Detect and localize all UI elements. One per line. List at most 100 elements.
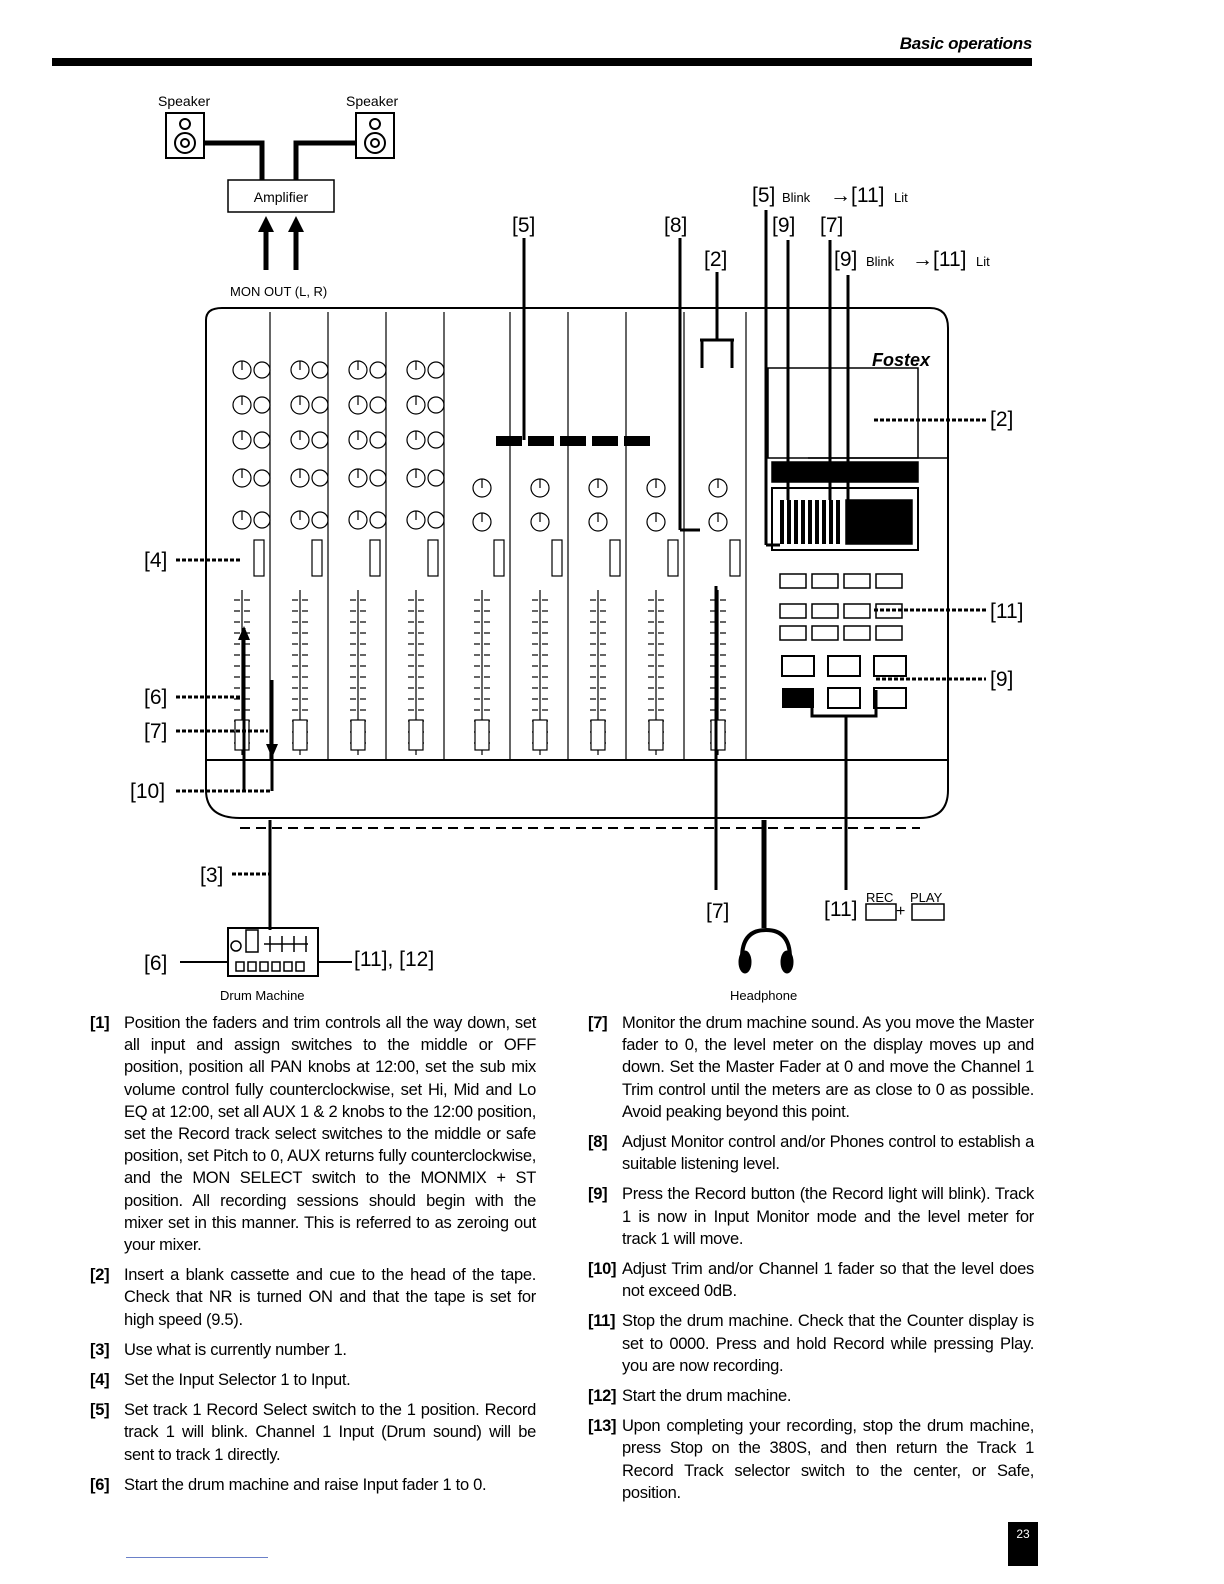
channel-strip	[530, 312, 569, 760]
speaker-wires	[204, 140, 356, 180]
meter-bar	[780, 500, 784, 544]
steps-left-column: [1] Position the faders and trim controls…	[90, 1012, 536, 1504]
step-item: [10]Adjust Trim and/or Channel 1 fader s…	[588, 1258, 1034, 1302]
record-button	[782, 688, 814, 708]
callout-6-drum: [6]	[144, 952, 167, 975]
meter-bar	[836, 500, 840, 544]
mixer-connection-diagram: Speaker Speaker Amplifier MON OUT (L, R)…	[130, 93, 1023, 1003]
step-item: [3]Use what is currently number 1.	[90, 1339, 536, 1361]
speaker-right-icon	[355, 112, 395, 159]
footer-rule	[126, 1557, 268, 1558]
callout-2-top: [2]	[704, 248, 727, 271]
cassette-deck	[767, 367, 948, 551]
deck-button	[843, 625, 871, 641]
step-number: [10]	[588, 1260, 617, 1279]
speaker-left-icon	[165, 112, 205, 159]
transport-buttons	[779, 573, 907, 709]
step-item: [6]Start the drum machine and raise Inpu…	[90, 1474, 536, 1496]
step-number: [4]	[90, 1371, 110, 1390]
step-text: Upon completing your recording, stop the…	[622, 1417, 1034, 1502]
channel-strip	[232, 312, 271, 760]
transport-button	[873, 687, 907, 709]
lit-label-1: Lit	[894, 190, 908, 205]
step-text: Set the Input Selector 1 to Input.	[124, 1371, 351, 1390]
mon-out-label: MON OUT (L, R)	[230, 284, 327, 299]
step-number: [5]	[90, 1401, 110, 1420]
play-label: PLAY	[910, 890, 943, 905]
channel-strip	[588, 312, 627, 760]
callout-8: [8]	[664, 214, 687, 237]
meter-bar	[801, 500, 805, 544]
deck-button	[811, 603, 839, 619]
step-text: Press the Record button (the Record ligh…	[622, 1185, 1034, 1248]
blink-label-1: Blink	[782, 190, 811, 205]
mixer-body	[205, 307, 949, 829]
arrow-11-label-2: →[11]	[912, 248, 966, 271]
deck-button	[843, 603, 871, 619]
deck-button	[843, 573, 871, 589]
deck-button	[779, 573, 807, 589]
transport-button	[827, 687, 861, 709]
meter-bar	[794, 500, 798, 544]
mon-out-arrows	[258, 216, 304, 270]
step-number: [7]	[588, 1014, 608, 1032]
step-item: [9] Press the Record button (the Record l…	[588, 1183, 1034, 1250]
headphone-label: Headphone	[730, 988, 797, 1003]
step-number: [12]	[588, 1387, 617, 1406]
blink-label-2: Blink	[866, 254, 895, 269]
deck-button	[875, 625, 903, 641]
step-item: [4] Set the Input Selector 1 to Input.	[90, 1369, 536, 1391]
step-item: [7]Monitor the drum machine sound. As yo…	[588, 1012, 1034, 1123]
deck-button	[779, 603, 807, 619]
channel-strip	[646, 312, 685, 760]
speaker-right-label: Speaker	[346, 93, 398, 109]
step-text: Position the faders and trim controls al…	[124, 1014, 536, 1255]
step-item: [12] Start the drum machine.	[588, 1385, 1034, 1407]
step-text: Use what is currently number 1.	[124, 1340, 347, 1359]
step-number: [8]	[588, 1133, 608, 1152]
step-text: Start the drum machine and raise Input f…	[124, 1475, 487, 1494]
step-text: Start the drum machine.	[622, 1387, 792, 1406]
step-number: [2]	[90, 1266, 110, 1285]
callout-lines	[176, 210, 986, 930]
callout-3: [3]	[200, 864, 223, 887]
callout-6-left: [6]	[144, 686, 167, 709]
rec-label: REC	[866, 890, 893, 905]
deck-button	[811, 573, 839, 589]
step-item: [11]Stop the drum machine. Check that th…	[588, 1310, 1034, 1377]
callout-5-blink: [5]	[752, 184, 775, 207]
amplifier-box	[227, 179, 335, 213]
arrow-11-label-1: →[11]	[830, 184, 884, 207]
step-item: [8] Adjust Monitor control and/or Phones …	[588, 1131, 1034, 1175]
step-number: [9]	[588, 1185, 608, 1204]
header-rule	[52, 58, 1032, 66]
step-text: Insert a blank cassette and cue to the h…	[124, 1266, 536, 1329]
step-text: Adjust Monitor control and/or Phones con…	[622, 1133, 1034, 1174]
step-item: [2] Insert a blank cassette and cue to th…	[90, 1264, 536, 1331]
section-title: Basic operations	[899, 34, 1033, 53]
callout-5-top: [5]	[512, 214, 535, 237]
brand-logo: Fostex	[872, 350, 931, 370]
rec-button-icon	[865, 903, 897, 921]
lit-label-2: Lit	[976, 254, 990, 269]
record-select-switches	[496, 436, 650, 446]
meter-bar	[822, 500, 826, 544]
channel-strip	[406, 312, 445, 760]
step-text: Set track 1 Record Select switch to the …	[124, 1401, 536, 1464]
callout-10: [10]	[130, 780, 165, 803]
callout-7-bottom: [7]	[706, 900, 729, 923]
play-button-icon	[911, 903, 945, 921]
step-number: [1]	[90, 1014, 110, 1032]
drum-machine-icon	[227, 927, 319, 977]
channel-strip	[348, 312, 387, 760]
callout-7-left: [7]	[144, 720, 167, 743]
steps-right-column: [7]Monitor the drum machine sound. As yo…	[588, 1012, 1034, 1512]
deck-button	[811, 625, 839, 641]
meter-bar	[815, 500, 819, 544]
step-number: [11]	[588, 1312, 616, 1331]
callout-4: [4]	[144, 549, 167, 572]
drum-machine-label: Drum Machine	[220, 988, 305, 1003]
callout-9-right: [9]	[990, 668, 1013, 691]
meter-bar	[829, 500, 833, 544]
step-item: [13]Upon completing your recording, stop…	[588, 1415, 1034, 1504]
